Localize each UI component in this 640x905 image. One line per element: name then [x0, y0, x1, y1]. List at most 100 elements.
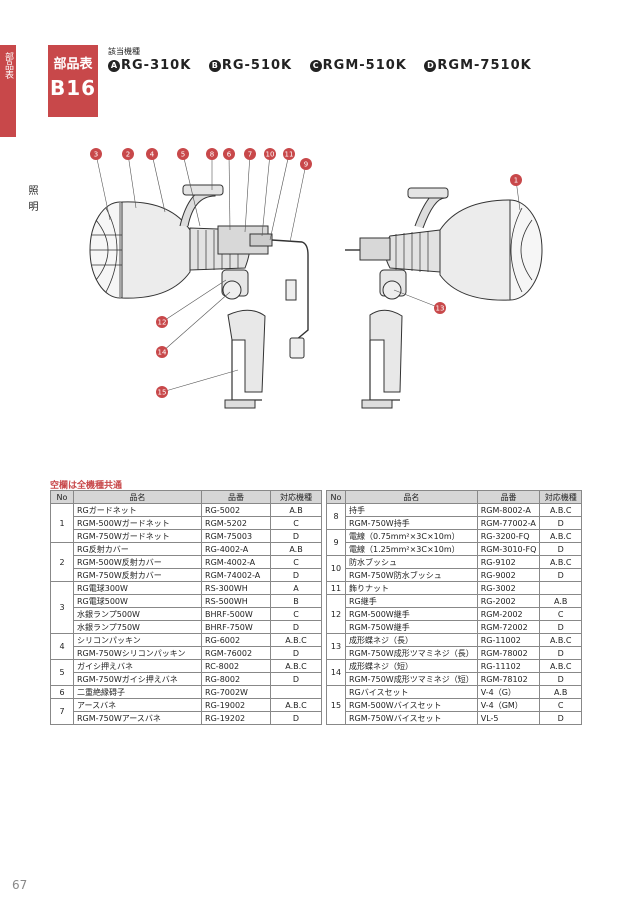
cell-models: A.B.C	[539, 633, 582, 647]
cell-name: RGM-750W成形ツマミネジ（長）	[344, 646, 478, 660]
model-mark: D	[424, 60, 437, 72]
cell-name: RGM-750Wガードネット	[72, 529, 203, 543]
cell-part-no: RGM-3010-FQ	[476, 542, 541, 556]
col-models: 対応機種	[539, 490, 582, 504]
wing-screw	[222, 280, 242, 300]
model-name: RG-510K	[221, 58, 293, 73]
cell-name: RG継手	[344, 594, 478, 608]
cell-no: 14	[326, 659, 346, 686]
cell-name: RGM-500W反射カバー	[72, 555, 203, 569]
cell-name: RGM-750W継手	[344, 620, 478, 634]
cell-name: 水銀ランプ500W	[72, 607, 203, 621]
callout-14-label: 14	[158, 349, 167, 357]
cell-name: アースバネ	[72, 698, 203, 712]
model-mark: C	[309, 60, 322, 72]
callout-13: 13	[434, 302, 446, 314]
cell-name: 防水ブッシュ	[344, 555, 478, 569]
note-common: 空欄は全機種共通	[50, 481, 123, 491]
cell-part-no: RGM-2002	[476, 607, 541, 621]
col-part-no: 品番	[201, 490, 271, 504]
callout-2-label: 2	[126, 151, 130, 159]
cell-models: A.B.C	[539, 555, 582, 569]
cell-part-no: RGM-4002-A	[201, 555, 271, 569]
callout-5: 5	[177, 148, 189, 160]
callout-5-label: 5	[181, 151, 185, 159]
col-part-no: 品番	[476, 490, 541, 504]
cell-no: 12	[326, 594, 346, 634]
cell-part-no: RG-11002	[476, 633, 541, 647]
callout-7-label: 7	[248, 151, 252, 159]
cell-models: D	[270, 529, 322, 543]
cell-part-no: VL-5	[476, 711, 541, 725]
model-name: RGM-7510K	[437, 58, 532, 73]
cell-models: A.B.C	[539, 529, 582, 543]
cell-models: D	[270, 711, 322, 725]
table-header-row: No 品名 品番 対応機種	[326, 490, 582, 504]
cell-name: RGM-750W持手	[344, 516, 478, 530]
cell-models: D	[270, 646, 322, 660]
callout-7: 7	[244, 148, 256, 160]
cell-name: 成形蝶ネジ（長）	[344, 633, 478, 647]
cell-part-no: RG-5002	[201, 503, 271, 517]
section-title: 部品表	[53, 57, 93, 72]
cell-models: A	[270, 581, 322, 595]
callout-8: 8	[206, 148, 218, 160]
cell-models: A.B.C	[270, 633, 322, 647]
cell-name: 成形蝶ネジ（短）	[344, 659, 478, 673]
cell-name: RGM-750W反射カバー	[72, 568, 203, 582]
cell-name: 飾りナット	[344, 581, 478, 595]
model-name: RG-310K	[121, 58, 192, 73]
cell-part-no: RC-8002	[201, 659, 271, 673]
col-name: 品名	[72, 490, 203, 504]
cell-name: RGM-750W防水ブッシュ	[344, 568, 478, 582]
models-label: 該当機種	[108, 47, 140, 56]
cell-models: A.B.C	[270, 659, 322, 673]
cell-models: C	[539, 698, 582, 712]
cell-name: 電線（1.25mm²×3C×10m）	[344, 542, 478, 556]
callout-12-label: 12	[158, 319, 167, 327]
cell-part-no: RS-300WH	[201, 581, 271, 595]
cell-part-no: RG-19002	[201, 698, 271, 712]
cell-part-no: RG-3200-FQ	[476, 529, 541, 543]
cell-part-no: RGM-75003	[201, 529, 271, 543]
cell-models: D	[539, 646, 582, 660]
callout-4-label: 4	[150, 151, 155, 159]
cord	[271, 239, 309, 341]
cell-name: RG反射カバー	[72, 542, 203, 556]
cell-part-no: V-4（G）	[476, 685, 541, 699]
vise	[227, 309, 266, 393]
cell-models: C	[270, 516, 322, 530]
cell-models: D	[539, 542, 582, 556]
cell-no: 3	[50, 581, 74, 634]
plug	[289, 337, 305, 359]
cell-name: ガイシ押えバネ	[72, 659, 203, 673]
cell-name: シリコンパッキン	[72, 633, 203, 647]
cell-models: A.B.C	[539, 503, 582, 517]
cell-models: D	[270, 672, 322, 686]
cell-models: A.B	[539, 685, 582, 699]
model-name: RGM-510K	[322, 58, 407, 73]
callout-12: 12	[156, 316, 168, 328]
cell-part-no: RG-19202	[201, 711, 271, 725]
cell-no: 4	[50, 633, 74, 660]
callout-6: 6	[223, 148, 235, 160]
